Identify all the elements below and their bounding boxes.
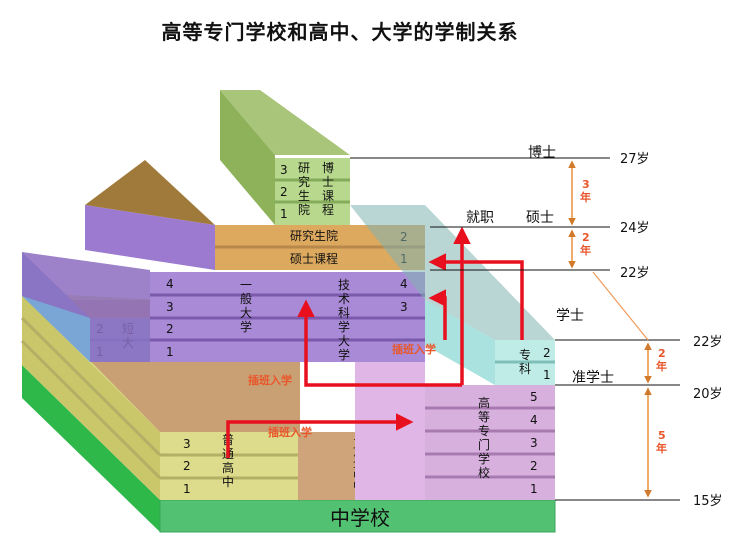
duration-3-unit: 年	[656, 359, 667, 373]
duration-2-unit: 年	[580, 243, 591, 257]
duration-1-num: 3	[582, 178, 590, 191]
label-bachelor: 学士	[556, 308, 584, 324]
doctoral-year-1: 1	[280, 207, 288, 221]
label-associate: 准学士	[572, 370, 614, 386]
transfer-label-2: 插班入学	[248, 373, 292, 387]
doctoral-year-2: 2	[280, 185, 288, 199]
duration-4-unit: 年	[656, 441, 667, 455]
general-univ-year-2: 2	[166, 322, 174, 336]
duration-1-unit: 年	[580, 190, 591, 204]
tech-univ-year-4: 4	[400, 277, 408, 291]
kosen-block: 5 4 3 2 1 高 等 专 门 学 校	[355, 320, 555, 500]
label-doctor: 博士	[528, 144, 556, 161]
senka-block: 2 1 专 科	[425, 300, 555, 385]
age-20: 20岁	[693, 387, 723, 402]
tech-univ-char-2: 术	[338, 292, 350, 306]
kosen-char-2: 等	[478, 410, 490, 424]
middle-school-label: 中学校	[330, 506, 390, 530]
doctoral-right-char-3: 课	[322, 189, 334, 203]
kosen-year-2: 2	[530, 459, 538, 473]
label-master: 硕士	[526, 210, 554, 226]
doctoral-right-char-4: 程	[322, 202, 334, 217]
doctoral-left-char-4: 院	[298, 203, 310, 217]
label-employment: 就职	[466, 210, 494, 226]
general-univ-year-3: 3	[166, 300, 174, 314]
doctoral-year-3: 3	[280, 163, 288, 177]
doctoral-right-char-1: 博	[322, 160, 334, 175]
age-27: 27岁	[620, 152, 650, 167]
tech-univ-char-5: 大	[338, 334, 350, 348]
kosen-char-3: 专	[478, 423, 490, 438]
general-univ-char-1: 一	[240, 278, 252, 292]
back-plane	[350, 205, 555, 340]
duration-2-num: 2	[582, 231, 590, 244]
senka-char-1: 专	[519, 347, 531, 362]
kosen-year-4: 4	[530, 413, 538, 427]
general-univ-year-1: 1	[166, 345, 174, 359]
duration-3-num: 2	[658, 347, 666, 360]
age-22-upper: 22岁	[620, 266, 650, 281]
high-school-year-2: 2	[183, 459, 191, 473]
senka-year-2: 2	[543, 346, 551, 360]
transfer-label-3: 插班入学	[392, 342, 436, 356]
general-univ-char-3: 大	[240, 306, 252, 320]
age-22-lower: 22岁	[693, 335, 723, 350]
tech-univ-char-6: 学	[338, 347, 350, 362]
general-univ-year-4: 4	[166, 277, 174, 291]
general-univ-char-2: 般	[240, 291, 252, 306]
high-school-char-4: 中	[222, 474, 234, 489]
doctoral-left-char-1: 研	[298, 161, 310, 175]
tech-univ-char-4: 学	[338, 319, 350, 334]
tech-univ-year-3: 3	[400, 300, 408, 314]
master-course-label: 硕士课程	[290, 251, 338, 266]
kosen-year-5: 5	[530, 390, 538, 404]
kosen-char-6: 校	[478, 465, 490, 480]
duration-4-num: 5	[658, 429, 666, 442]
doctoral-left-char-3: 生	[298, 189, 310, 203]
high-school-year-3: 3	[183, 437, 191, 451]
general-university-block: 4 3 2 1 一 般 大 学 4 3 技 术 科 学 大 学	[22, 252, 425, 362]
age-15: 15岁	[693, 494, 723, 509]
high-school-char-3: 高	[222, 460, 234, 475]
right-annotations: 博士 就职 硕士 学士 准学士 27岁 24岁 22岁 22岁 20岁 15岁 …	[350, 144, 723, 509]
middle-school-block: 中 学校	[22, 365, 556, 533]
age-24: 24岁	[620, 221, 650, 236]
high-school-year-1: 1	[183, 482, 191, 496]
kosen-year-3: 3	[530, 436, 538, 450]
senka-char-2: 科	[519, 362, 531, 376]
doctoral-block: 3 2 1 研 究 生 院 博 士 课 程	[220, 90, 350, 225]
kosen-char-5: 学	[478, 451, 490, 466]
doctoral-left-char-2: 究	[298, 174, 310, 189]
tech-univ-char-1: 技	[338, 278, 350, 292]
general-univ-char-4: 学	[240, 319, 252, 334]
doctoral-right-char-2: 士	[322, 175, 334, 189]
tech-univ-char-3: 科	[338, 306, 350, 320]
transfer-arrows	[226, 226, 524, 458]
grad-school-label: 研究生院	[290, 228, 338, 243]
page-title: 高等专门学校和高中、大学的学制关系	[161, 20, 519, 44]
kosen-year-1: 1	[530, 482, 538, 496]
kosen-char-1: 高	[478, 395, 490, 410]
senka-year-1: 1	[543, 368, 551, 382]
kosen-char-4: 门	[478, 437, 490, 452]
transfer-label-1: 插班入学	[268, 425, 312, 439]
